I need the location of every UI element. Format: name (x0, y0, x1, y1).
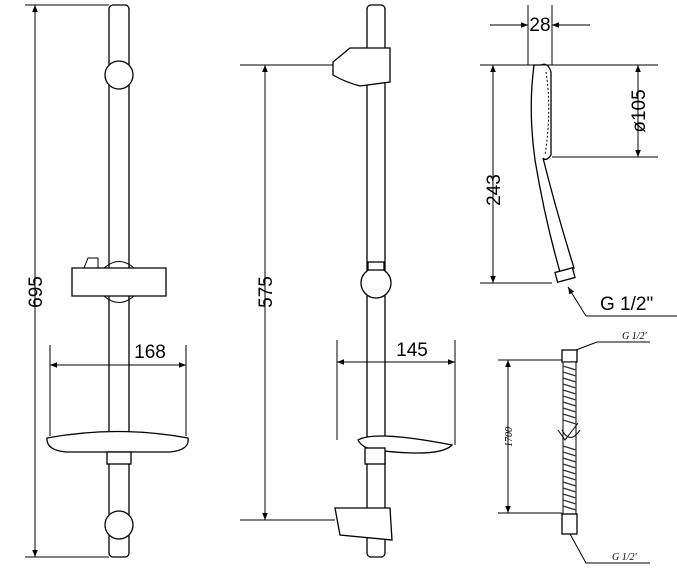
hose-top-nut (561, 349, 578, 363)
handshower-body (530, 63, 575, 273)
dim-soap-dish-depth: 145 (396, 340, 428, 361)
handshower-view: 28 ø105 243 G 1/2" (480, 5, 677, 317)
hose-thread-bottom-label: G 1/2' (612, 552, 638, 563)
slider-clamp (71, 267, 167, 297)
top-bracket-knob (104, 60, 134, 90)
dim-handshower-length: 243 (484, 174, 505, 206)
hose-thread-top-label: G 1/2' (622, 331, 648, 342)
dim-hose-length: 1700 (504, 427, 515, 447)
soap-dish (46, 430, 189, 453)
dim-rail-height: 695 (26, 276, 47, 308)
handshower-thread-label: G 1/2" (600, 294, 653, 315)
slider-knob (360, 267, 392, 299)
hose-view: 1700 G 1/2' G 1/2' (498, 331, 650, 564)
hose-bottom-nut (561, 513, 578, 535)
dim-handshower-diameter: ø105 (629, 89, 650, 132)
dim-handshower-thickness: 28 (529, 15, 550, 36)
rail-side-view: 575 145 (240, 4, 456, 558)
dim-bracket-spacing: 575 (256, 276, 277, 308)
rail-front-view: 695 168 (25, 4, 189, 558)
top-bracket (332, 47, 391, 87)
bottom-bracket-knob (104, 510, 134, 540)
dim-soap-dish-width: 168 (134, 342, 166, 363)
bottom-bracket (334, 507, 393, 541)
